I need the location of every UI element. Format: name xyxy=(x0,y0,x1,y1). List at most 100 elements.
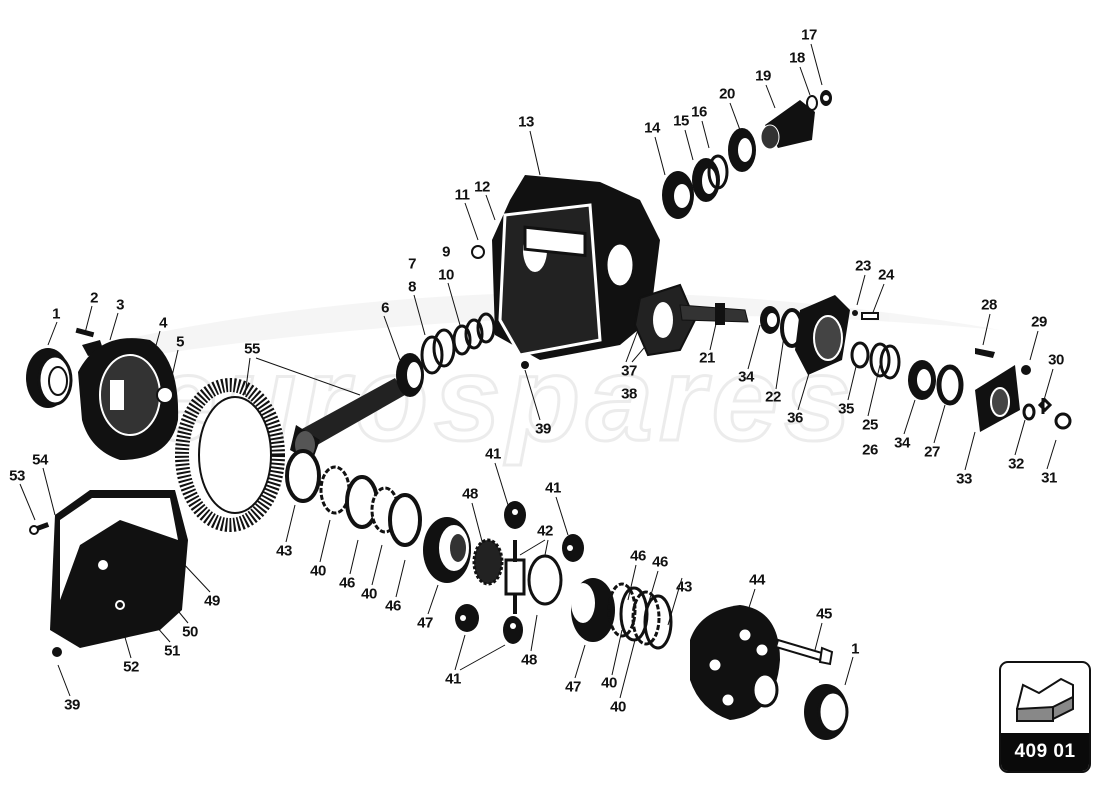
part-label-41: 41 xyxy=(545,479,561,497)
part-label-18: 18 xyxy=(789,49,805,67)
part-label-43: 43 xyxy=(276,542,292,560)
part-label-32: 32 xyxy=(1008,455,1024,473)
part-flange-19 xyxy=(760,100,815,150)
part-label-41: 41 xyxy=(485,445,501,463)
part-label-1: 1 xyxy=(52,305,60,323)
part-label-6: 6 xyxy=(381,299,389,317)
part-label-48: 48 xyxy=(521,651,537,669)
part-washer-32 xyxy=(1022,403,1036,421)
part-washer-18-nut-17 xyxy=(806,90,832,111)
part-bearing-34b xyxy=(908,360,936,400)
part-label-27: 27 xyxy=(924,443,940,461)
part-bolt-45 xyxy=(774,638,834,666)
part-label-14: 14 xyxy=(644,119,660,137)
part-rear-cover-49 xyxy=(50,490,188,648)
part-label-17: 17 xyxy=(801,26,817,44)
part-label-37: 37 xyxy=(621,362,637,380)
part-label-31: 31 xyxy=(1041,469,1057,487)
part-label-46: 46 xyxy=(339,574,355,592)
part-label-47: 47 xyxy=(417,614,433,632)
part-cup-47b xyxy=(571,578,615,642)
part-spacer-35 xyxy=(850,341,870,369)
part-label-7: 7 xyxy=(408,255,416,273)
part-bearing-20 xyxy=(728,128,756,172)
part-label-23: 23 xyxy=(855,257,871,275)
part-label-55: 55 xyxy=(244,340,260,358)
part-bolt-23-24 xyxy=(852,310,879,320)
part-label-53: 53 xyxy=(9,467,25,485)
part-main-casing-13 xyxy=(471,175,660,369)
part-label-12: 12 xyxy=(474,178,490,196)
part-label-16: 16 xyxy=(691,103,707,121)
part-bearing-6 xyxy=(396,353,424,397)
back-arrow-icon xyxy=(1016,677,1074,723)
part-disc-40 xyxy=(319,465,351,515)
part-label-21: 21 xyxy=(699,349,715,367)
part-shims-7-10 xyxy=(420,312,496,375)
part-bearing-1b xyxy=(804,684,849,740)
part-crown-wheel-55 xyxy=(175,378,285,532)
part-pinion-gear-41 xyxy=(455,501,584,644)
part-label-52: 52 xyxy=(123,658,139,676)
part-lockwasher-30 xyxy=(1037,397,1053,414)
part-differential-housing-4 xyxy=(78,338,179,460)
part-label-54: 54 xyxy=(32,451,48,469)
part-label-26: 26 xyxy=(862,441,878,459)
part-cup-47 xyxy=(423,517,471,583)
part-label-25: 25 xyxy=(862,416,878,434)
part-disc-43 xyxy=(285,449,321,503)
part-seal-15-16 xyxy=(692,154,729,202)
part-bearing-34 xyxy=(760,306,780,334)
part-label-9: 9 xyxy=(442,243,450,261)
part-side-gear-48 xyxy=(472,538,504,586)
part-shaft-21 xyxy=(679,303,749,325)
part-label-40: 40 xyxy=(361,585,377,603)
part-label-46: 46 xyxy=(630,547,646,565)
part-label-43: 43 xyxy=(676,578,692,596)
part-label-11: 11 xyxy=(454,186,470,204)
page-badge[interactable]: 409 01 xyxy=(999,661,1091,773)
part-label-49: 49 xyxy=(204,592,220,610)
part-bearing-14 xyxy=(662,171,694,219)
part-label-30: 30 xyxy=(1048,351,1064,369)
part-gasket-plate-37 xyxy=(633,283,697,357)
part-label-33: 33 xyxy=(956,470,972,488)
part-label-39: 39 xyxy=(535,420,551,438)
part-label-38: 38 xyxy=(621,385,637,403)
part-nut-31 xyxy=(1054,412,1072,430)
part-label-35: 35 xyxy=(838,400,854,418)
part-bolt-53 xyxy=(29,522,50,535)
part-label-42: 42 xyxy=(537,522,553,540)
part-label-1: 1 xyxy=(851,640,859,658)
part-label-40: 40 xyxy=(310,562,326,580)
part-label-4: 4 xyxy=(159,314,167,332)
part-label-13: 13 xyxy=(518,113,534,131)
part-label-48: 48 xyxy=(462,485,478,503)
part-plug-39b xyxy=(52,647,62,657)
part-label-46: 46 xyxy=(385,597,401,615)
part-label-50: 50 xyxy=(182,623,198,641)
part-bolt-28 xyxy=(975,348,995,358)
part-label-34: 34 xyxy=(894,434,910,452)
part-nut-29 xyxy=(1021,365,1031,375)
part-label-2: 2 xyxy=(90,289,98,307)
part-label-45: 45 xyxy=(816,605,832,623)
part-label-40: 40 xyxy=(610,698,626,716)
part-label-8: 8 xyxy=(408,278,416,296)
part-label-44: 44 xyxy=(749,571,765,589)
part-diff-case-44 xyxy=(690,605,780,720)
part-cover-33 xyxy=(975,365,1020,432)
part-label-15: 15 xyxy=(673,112,689,130)
part-disc-46b xyxy=(388,493,422,547)
part-label-36: 36 xyxy=(787,409,803,427)
part-label-3: 3 xyxy=(116,296,124,314)
part-label-24: 24 xyxy=(878,266,894,284)
part-label-10: 10 xyxy=(438,266,454,284)
part-shims-25-26 xyxy=(869,342,901,380)
part-spider-42 xyxy=(504,540,563,614)
part-label-20: 20 xyxy=(719,85,735,103)
part-discs-46-40-43 xyxy=(607,582,673,650)
part-label-40: 40 xyxy=(601,674,617,692)
part-label-47: 47 xyxy=(565,678,581,696)
